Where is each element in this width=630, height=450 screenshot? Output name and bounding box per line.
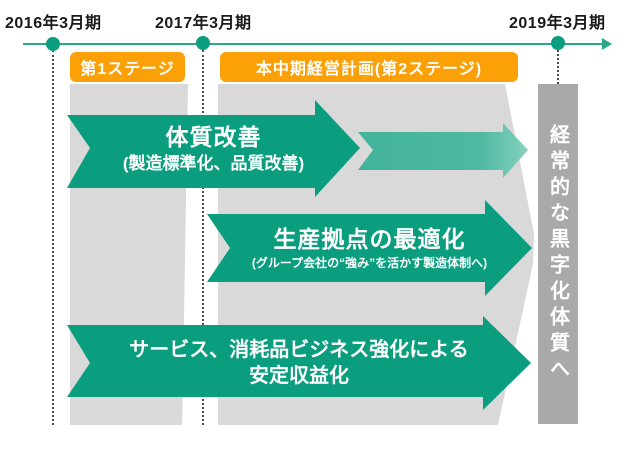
arrow-production-optimization-subtitle: (グループ会社の“強み”を活かす製造体制へ) bbox=[251, 255, 488, 270]
goal-label: 経常的な黒字化体質へ bbox=[546, 124, 569, 384]
stage2-badge-label: 本中期経営計画(第2ステージ) bbox=[255, 61, 483, 78]
timeline-line bbox=[23, 43, 604, 45]
arrow-quality-improvement: 体質改善 (製造標準化、品質改善) bbox=[67, 100, 360, 197]
timeline-label-2016: 2016年3月期 bbox=[5, 15, 102, 32]
timeline-marker-2019 bbox=[551, 36, 565, 50]
arrow-service-revenue: サービス、消耗品ビジネス強化による 安定収益化 bbox=[67, 316, 531, 410]
stage1-badge-label: 第1ステージ bbox=[80, 61, 175, 78]
timeline-arrowhead-icon bbox=[602, 38, 612, 50]
arrow-service-revenue-title-line1: サービス、消耗品ビジネス強化による bbox=[129, 339, 469, 361]
stage1-badge: 第1ステージ bbox=[70, 52, 185, 82]
continuation-arrow bbox=[358, 123, 528, 178]
arrow-quality-improvement-title: 体質改善 bbox=[165, 123, 262, 150]
arrow-quality-improvement-subtitle: (製造標準化、品質改善) bbox=[122, 153, 305, 173]
guide-line-2016 bbox=[52, 50, 54, 425]
stage2-badge: 本中期経営計画(第2ステージ) bbox=[220, 52, 518, 82]
timeline-label-2019: 2019年3月期 bbox=[509, 15, 606, 32]
timeline-label-2017: 2017年3月期 bbox=[155, 15, 252, 32]
arrow-production-optimization-title: 生産拠点の最適化 bbox=[273, 225, 466, 252]
guide-line-2019 bbox=[557, 50, 559, 84]
timeline-marker-2017 bbox=[196, 36, 210, 50]
goal-bar: 経常的な黒字化体質へ bbox=[538, 84, 578, 424]
timeline-marker-2016 bbox=[46, 37, 60, 51]
arrow-service-revenue-title-line2: 安定収益化 bbox=[249, 365, 349, 387]
arrow-production-optimization: 生産拠点の最適化 (グループ会社の“強み”を活かす製造体制へ) bbox=[207, 200, 532, 296]
guide-line-2017 bbox=[202, 50, 204, 425]
